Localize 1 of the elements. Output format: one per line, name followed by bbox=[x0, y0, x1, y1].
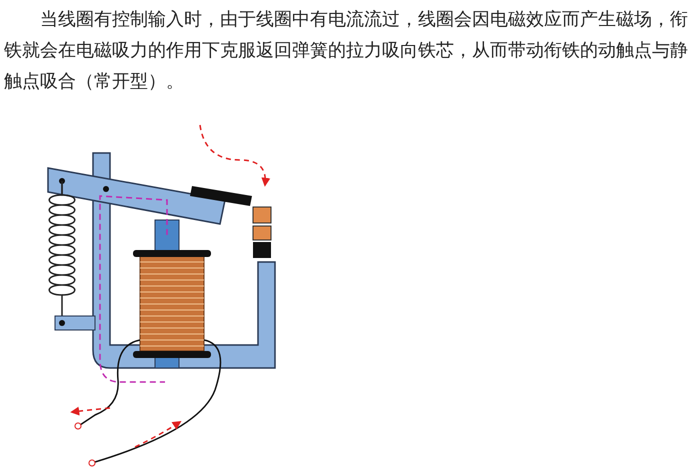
description-paragraph: 当线圈有控制输入时，由于线圈中有电流流过，线圈会因电磁效应而产生磁场，衔铁就会在电磁吸力的作用下克服返回弹簧的拉力吸向铁芯，从而带动衔铁的动触点与静触点吸合（常开型）。 bbox=[4, 8, 689, 94]
